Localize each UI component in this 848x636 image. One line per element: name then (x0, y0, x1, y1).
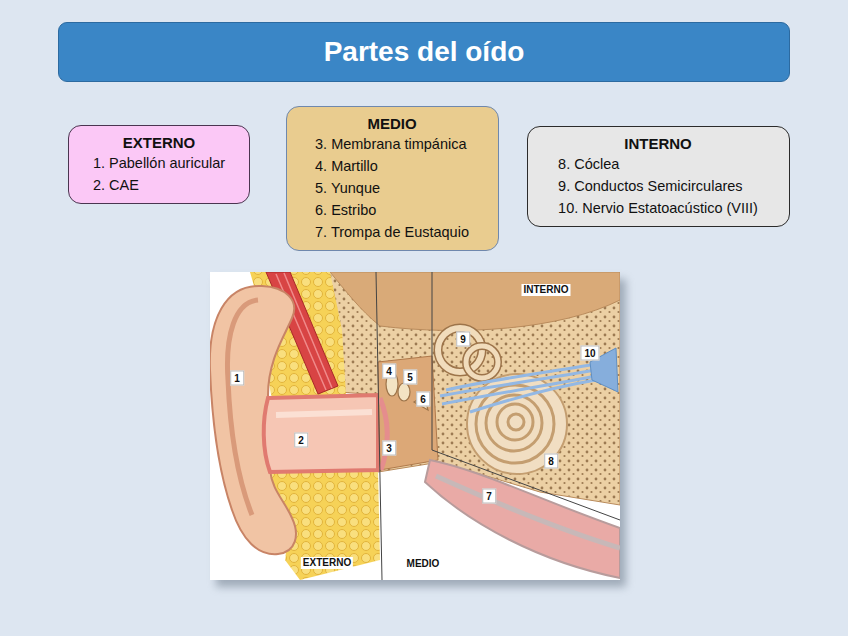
callout-number: 9 (456, 332, 470, 347)
callout-number: 3 (382, 441, 396, 456)
divider-line (432, 272, 433, 450)
divider-line (432, 450, 620, 520)
section-heading: EXTERNO (123, 133, 196, 152)
region-label: MEDIO (405, 558, 442, 570)
section-heading: MEDIO (367, 114, 416, 133)
section-box: MEDIO3. Membrana timpánica4. Martillo5. … (286, 106, 499, 251)
tympanic-membrane (380, 398, 387, 470)
illustration-panel (210, 272, 620, 580)
callout-number: 4 (382, 364, 396, 379)
list-item: 9. Conductos Semicirculares (558, 175, 758, 197)
vestibulocochlear-nerve (440, 364, 596, 412)
section-list: 3. Membrana timpánica4. Martillo5. Yunqu… (315, 133, 469, 243)
region-label: INTERNO (522, 284, 571, 296)
list-item: 7. Trompa de Eustaquio (315, 221, 469, 243)
cranial-tissue (330, 272, 620, 330)
region-label: EXTERNO (301, 557, 353, 569)
incus (398, 383, 410, 401)
section-list: 8. Cóclea9. Conductos Semicirculares10. … (558, 153, 758, 219)
list-item: 8. Cóclea (558, 153, 758, 175)
section-box: EXTERNO1. Pabellón auricular2. CAE (68, 125, 250, 204)
ear-canal (264, 395, 378, 472)
helix-fold (227, 300, 258, 515)
callout-number: 5 (403, 370, 417, 385)
section-list: 1. Pabellón auricular2. CAE (93, 152, 225, 196)
callout-number: 10 (580, 346, 599, 361)
callout-number: 1 (230, 371, 244, 386)
eustachian-tube (425, 460, 620, 578)
list-item: 6. Estribo (315, 199, 469, 221)
title-bar: Partes del oído (58, 22, 790, 82)
list-item: 2. CAE (93, 174, 225, 196)
callout-number: 7 (482, 489, 496, 504)
callout-number: 6 (416, 392, 430, 407)
middle-ear-cavity (378, 356, 438, 470)
title-text: Partes del oído (324, 36, 525, 68)
list-item: 3. Membrana timpánica (315, 133, 469, 155)
callout-number: 8 (544, 454, 558, 469)
section-box: INTERNO8. Cóclea9. Conductos Semicircula… (527, 126, 790, 227)
section-heading: INTERNO (624, 134, 692, 153)
list-item: 1. Pabellón auricular (93, 152, 225, 174)
list-item: 10. Nervio Estatoacústico (VIII) (558, 197, 758, 219)
list-item: 5. Yunque (315, 177, 469, 199)
callout-number: 2 (294, 433, 308, 448)
list-item: 4. Martillo (315, 155, 469, 177)
ear-drawing (210, 272, 620, 580)
divider-line (376, 272, 382, 580)
